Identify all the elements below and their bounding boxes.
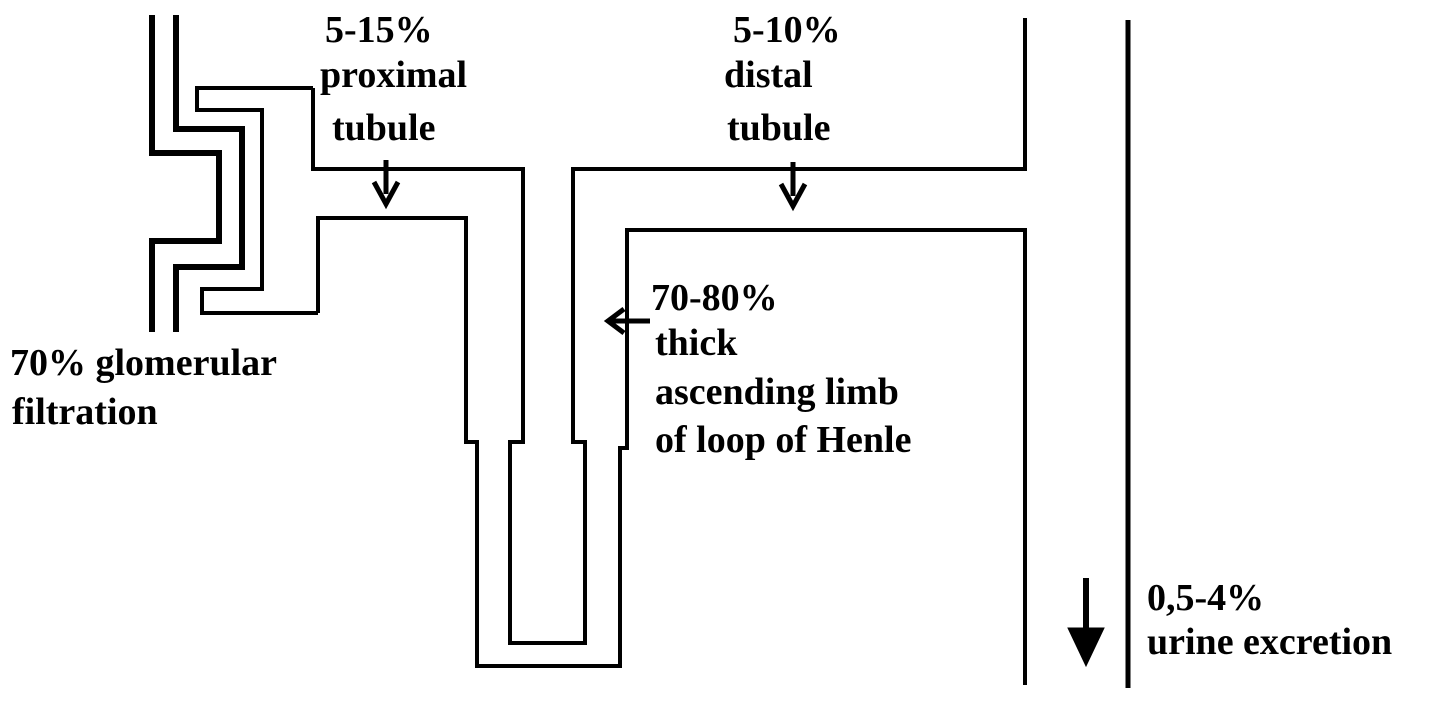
loop-outer-wall [316,216,1027,685]
henle-loop-label: of loop of Henle [655,419,912,461]
distal-tubule-label: tubule [727,107,831,149]
glomerulus-capsule [149,15,245,332]
urine-excretion-arrow [1067,578,1105,668]
arrows [371,160,1105,668]
distal-reabsorption-arrow [778,162,808,212]
henle-percent-label: 70-80% [651,277,778,319]
distal-percent-label: 5-10% [733,9,841,51]
proximal-tubule-label: tubule [332,107,436,149]
henle-thick-label: thick [655,322,738,364]
urine-excretion-label: urine excretion [1147,621,1393,663]
glomerulus-tuft [195,86,318,315]
tuft-outer-line [195,86,318,315]
glomerular-percent-label: 70% glomerular [10,342,278,384]
proximal-reabsorption-arrow [371,160,401,210]
capsule-outer-line [149,15,222,332]
distal-name-label: distal [724,54,813,96]
glomerular-filtration-label: filtration [12,391,158,433]
proximal-percent-label: 5-15% [325,9,433,51]
proximal-tubule-wall [311,18,1027,645]
henle-reabsorption-arrow [603,307,650,335]
henle-ascending-label: ascending limb [655,371,899,413]
urine-percent-label: 0,5-4% [1147,577,1265,619]
proximal-name-label: proximal [320,54,468,96]
nephron-tubule [311,18,1027,685]
capsule-inner-line [173,15,245,332]
